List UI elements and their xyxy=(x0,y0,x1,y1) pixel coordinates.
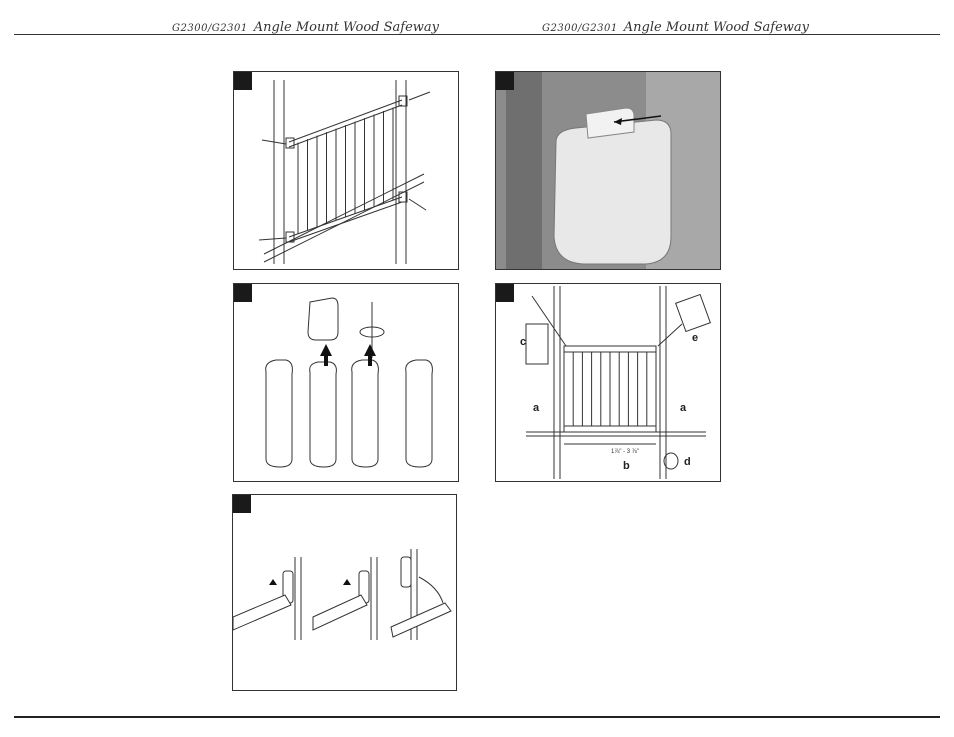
cup-rotation-illustration xyxy=(234,284,458,481)
angled-gate-illustration xyxy=(234,72,458,269)
step-2-panel xyxy=(495,71,721,270)
step-1-panel xyxy=(233,71,459,270)
label-b: b xyxy=(623,460,630,472)
header-left-title: Angle Mount Wood Safeway xyxy=(254,20,439,35)
label-e: e xyxy=(692,332,698,344)
step-5-panel xyxy=(232,494,457,691)
installed-gate-illustration xyxy=(496,284,720,481)
step-4-panel: c e a a b d 1⅞" - 3 ⅞" xyxy=(495,283,721,482)
header-right: G2300/G2301 Angle Mount Wood Safeway xyxy=(542,20,809,35)
header-right-model: G2300/G2301 xyxy=(542,23,618,34)
gap-measurement: 1⅞" - 3 ⅞" xyxy=(611,449,639,455)
header-left: G2300/G2301 Angle Mount Wood Safeway xyxy=(172,20,439,35)
label-d: d xyxy=(684,456,691,468)
label-c: c xyxy=(520,336,526,348)
header-rule xyxy=(14,34,940,35)
mount-cup-closeup-illustration xyxy=(496,72,720,269)
header-right-title: Angle Mount Wood Safeway xyxy=(624,20,809,35)
header-left-model: G2300/G2301 xyxy=(172,23,248,34)
step-3-panel xyxy=(233,283,459,482)
footer-rule xyxy=(14,716,940,718)
label-a-left: a xyxy=(533,402,539,414)
latch-adjustment-illustration xyxy=(233,495,456,690)
label-a-right: a xyxy=(680,402,686,414)
